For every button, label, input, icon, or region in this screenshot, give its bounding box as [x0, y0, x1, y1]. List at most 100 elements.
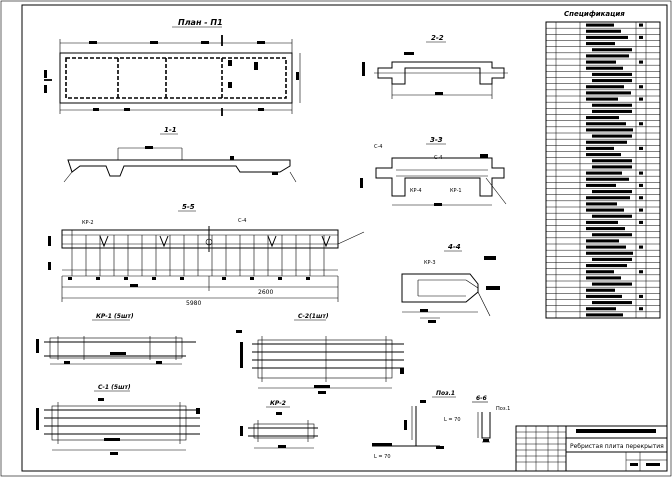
section-1-1: 1-1 [63, 126, 297, 183]
spec-row-text [592, 134, 632, 138]
spec-row-text [586, 276, 621, 280]
spec-row-qty [639, 97, 643, 101]
section-2-2: 2-2 [362, 34, 508, 99]
label-c4-left: С-4 [238, 218, 246, 224]
label-l-a: L = 70 [444, 417, 461, 423]
spec-row-qty [639, 270, 643, 274]
spec-row-qty [639, 196, 643, 200]
spec-row-text [586, 146, 614, 150]
section-6-6: 6-6 Поз.1 [472, 395, 510, 443]
section-5-5: 5-5 КР-2 С-4 [48, 203, 365, 307]
spec-row-text [586, 35, 628, 39]
label-pos-1: Поз.1 [496, 406, 510, 412]
spec-row-text [586, 116, 619, 120]
detail-c2: С-2(1шт) [236, 313, 404, 394]
spec-row-text [586, 153, 621, 157]
spec-row-text [586, 270, 614, 274]
spec-row-text [586, 208, 624, 212]
spec-row-qty [639, 294, 643, 298]
spec-row-text [592, 214, 632, 218]
detail-kr2: КР-2 [240, 400, 318, 449]
spec-row-qty [639, 208, 643, 212]
label-kr3: КР-3 [424, 260, 436, 266]
spec-row-text [586, 313, 623, 317]
spec-row-text [592, 103, 632, 107]
spec-row-text [586, 264, 627, 268]
spec-row-text [592, 109, 632, 113]
spec-row-text [586, 97, 618, 101]
spec-row-text [586, 91, 631, 95]
spec-row-text [586, 227, 625, 231]
spec-title: Спецификация [564, 10, 625, 18]
section-4-4-title: 4-4 [448, 243, 461, 251]
spec-row-text [586, 23, 614, 27]
spec-row-text [586, 171, 622, 175]
section-6-6-title: 6-6 [476, 395, 487, 402]
section-2-2-title: 2-2 [431, 34, 444, 42]
plan-title: План - П1 [178, 18, 223, 27]
spec-row-text [586, 202, 617, 206]
spec-row-text [586, 177, 629, 181]
title-block: Ребристая плита перекрытия [515, 425, 668, 472]
section-1-1-title: 1-1 [164, 126, 177, 134]
spec-row-text [586, 288, 615, 292]
spec-row-qty [639, 307, 643, 311]
spec-row-qty [639, 183, 643, 187]
spec-row-qty [639, 122, 643, 126]
detail-pos1: Поз.1 L = 70 L = 70 [372, 390, 461, 460]
spec-row-text [586, 245, 626, 249]
spec-row-text [592, 72, 632, 76]
spec-row-qty [639, 35, 643, 39]
spec-row-text [586, 66, 623, 70]
spec-row-text [586, 251, 633, 255]
label-c4-top: С-4 [374, 144, 382, 150]
kr1-title: КР-1 (5шт) [96, 313, 134, 320]
spec-row-text [586, 85, 624, 89]
dim-right-segment: 2600 [258, 289, 273, 296]
spec-row-text [592, 159, 632, 163]
kr2-title: КР-2 [270, 400, 286, 407]
spec-row-text [586, 220, 618, 224]
spec-row-text [586, 54, 629, 58]
spec-row-qty [639, 171, 643, 175]
spec-row-text [592, 301, 632, 305]
section-5-5-title: 5-5 [182, 203, 195, 211]
spec-row-qty [639, 85, 643, 89]
spec-row-text [586, 140, 627, 144]
section-4-4: 4-4 КР-3 [401, 243, 500, 323]
spec-row-qty [639, 220, 643, 224]
spec-row-text [586, 239, 619, 243]
spec-row-text [592, 165, 632, 169]
spec-row-text [592, 282, 632, 286]
specification-table: Спецификация [545, 10, 661, 319]
detail-c1: С-1 (5шт) [36, 384, 200, 455]
section-3-3-title: 3-3 [430, 136, 443, 144]
section-3-3: 3-3 С-4 С-4 КР-4 КР-1 [360, 136, 507, 206]
spec-row-text [586, 42, 615, 46]
label-kr2: КР-2 [82, 220, 94, 226]
section-5-5-markers [68, 277, 310, 280]
detail-kr1: КР-1 (5шт) [36, 313, 196, 365]
spec-row-qty [639, 146, 643, 150]
spec-row-qty [639, 23, 643, 27]
label-kr1: КР-1 [450, 188, 462, 194]
plan-view: План - П1 [44, 18, 301, 116]
spec-rows [546, 23, 660, 317]
spec-row-text [586, 60, 616, 64]
inner-frame [21, 4, 668, 472]
spec-row-text [586, 196, 630, 200]
title-block-name: Ребристая плита перекрытия [570, 443, 664, 450]
spec-row-text [592, 257, 632, 261]
spec-row-text [586, 29, 621, 33]
spec-row-qty [639, 245, 643, 249]
dim-overall-length: 5980 [186, 300, 201, 307]
spec-row-text [586, 183, 616, 187]
spec-row-text [586, 294, 622, 298]
spec-row-text [586, 307, 616, 311]
spec-row-text [592, 48, 632, 52]
spec-row-text [592, 190, 632, 194]
spec-row-text [586, 122, 626, 126]
label-l-b: L = 70 [374, 454, 391, 460]
spec-row-text [586, 128, 633, 132]
